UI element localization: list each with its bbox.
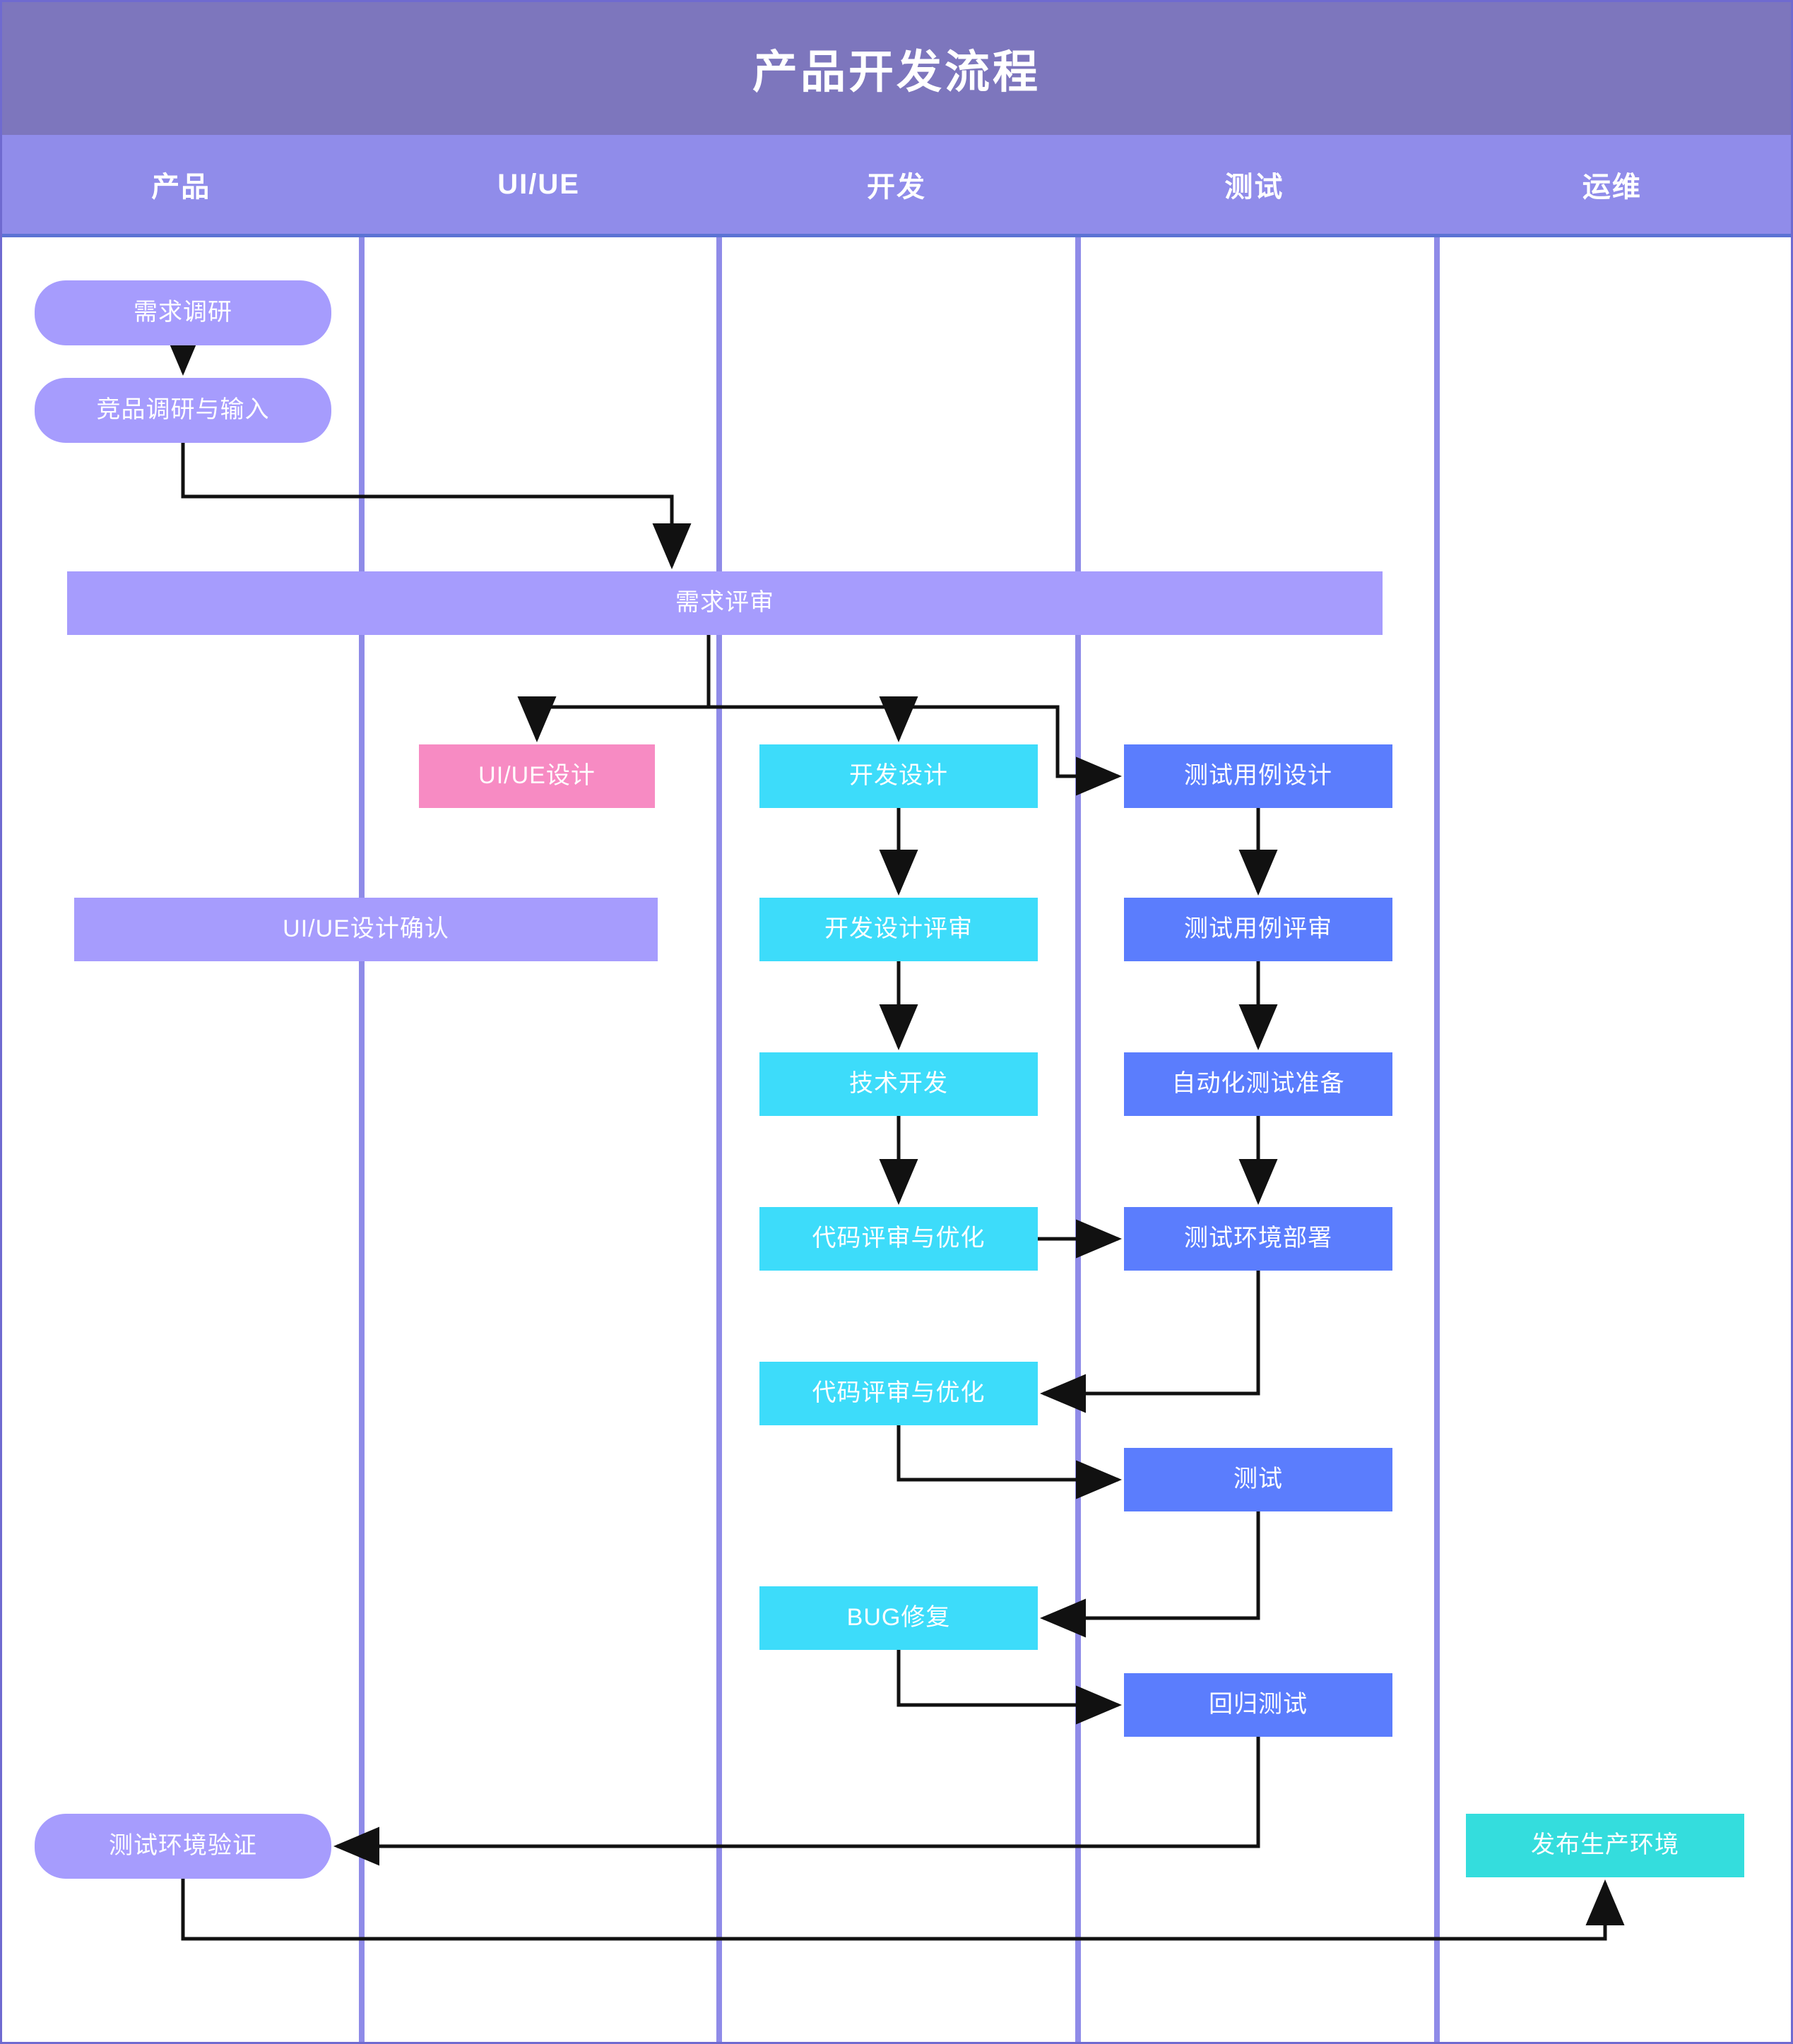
node-dev-design[interactable]: 开发设计 — [759, 744, 1038, 808]
node-requirement-research[interactable]: 需求调研 — [35, 280, 331, 345]
node-test-case-review[interactable]: 测试用例评审 — [1124, 898, 1392, 961]
node-test-env-deploy[interactable]: 测试环境部署 — [1124, 1207, 1392, 1271]
lane-divider-4 — [1434, 237, 1440, 2042]
node-requirement-review[interactable]: 需求评审 — [67, 571, 1383, 635]
lane-header-dev: 开发 — [867, 172, 927, 203]
lane-divider-3 — [1075, 237, 1081, 2042]
swimlane-body — [2, 237, 1791, 2042]
swimlane-header-row: 产品 UI/UE 开发 测试 运维 — [2, 135, 1791, 237]
node-regression-test[interactable]: 回归测试 — [1124, 1673, 1392, 1737]
lane-header-product: 产品 — [151, 172, 211, 203]
node-uiue-design-confirm[interactable]: UI/UE设计确认 — [74, 898, 658, 961]
page-title: 产品开发流程 — [752, 47, 1041, 97]
lane-divider-2 — [716, 237, 722, 2042]
node-automation-test-prep[interactable]: 自动化测试准备 — [1124, 1052, 1392, 1116]
diagram-title-bar: 产品开发流程 — [2, 2, 1791, 135]
node-test-env-verification[interactable]: 测试环境验证 — [35, 1814, 331, 1879]
node-test-case-design[interactable]: 测试用例设计 — [1124, 744, 1392, 808]
lane-divider-1 — [359, 237, 365, 2042]
node-competitor-research-input[interactable]: 竞品调研与输入 — [35, 378, 331, 443]
lane-header-test: 测试 — [1224, 172, 1284, 203]
node-bug-fix[interactable]: BUG修复 — [759, 1586, 1038, 1650]
node-dev-design-review[interactable]: 开发设计评审 — [759, 898, 1038, 961]
node-uiue-design[interactable]: UI/UE设计 — [419, 744, 655, 808]
lane-header-uiue: UI/UE — [497, 168, 580, 200]
node-code-review-optimize-1[interactable]: 代码评审与优化 — [759, 1207, 1038, 1271]
node-release-production[interactable]: 发布生产环境 — [1466, 1814, 1744, 1877]
node-code-review-optimize-2[interactable]: 代码评审与优化 — [759, 1362, 1038, 1425]
lane-header-ops: 运维 — [1582, 172, 1642, 203]
node-technical-development[interactable]: 技术开发 — [759, 1052, 1038, 1116]
node-test[interactable]: 测试 — [1124, 1448, 1392, 1511]
